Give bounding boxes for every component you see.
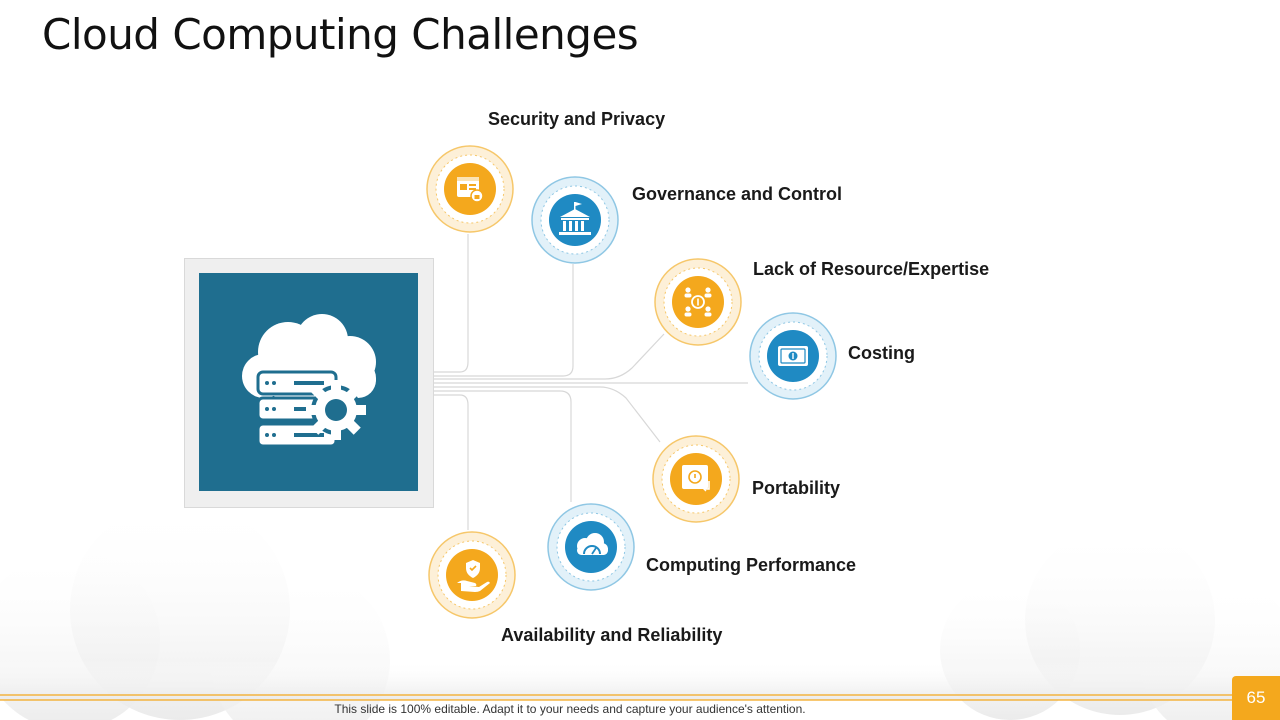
browser-lock-icon [457, 177, 484, 203]
computing-performance-node [546, 502, 636, 592]
slide-title: Cloud Computing Challenges [42, 10, 639, 59]
label-portability: Portability [752, 478, 841, 498]
costing-node [748, 311, 838, 401]
cloud-server-gear-icon [242, 314, 376, 448]
hand-shield-icon [457, 560, 490, 592]
availability-reliability-node [427, 530, 517, 620]
page-number-badge: 65 [1232, 676, 1280, 720]
security-privacy-node [425, 144, 515, 234]
label-security-privacy: Security and Privacy [488, 109, 666, 129]
label-availability-reliability: Availability and Reliability [501, 625, 723, 645]
government-building-icon [559, 202, 591, 235]
banknote-icon [778, 346, 808, 366]
label-costing: Costing [848, 343, 915, 363]
label-governance-control: Governance and Control [632, 184, 843, 204]
governance-control-node [530, 175, 620, 265]
people-dollar-network-icon [684, 287, 712, 317]
footer-lines [0, 694, 1232, 701]
label-computing-performance: Computing Performance [646, 555, 857, 575]
label-resource-expertise: Lack of Resource/Expertise [753, 259, 990, 279]
footer-note: This slide is 100% editable. Adapt it to… [334, 702, 806, 716]
portability-node [651, 434, 741, 524]
cloud-speedometer-icon [577, 533, 608, 555]
resource-expertise-node [653, 257, 743, 347]
safe-transfer-icon [682, 465, 710, 492]
